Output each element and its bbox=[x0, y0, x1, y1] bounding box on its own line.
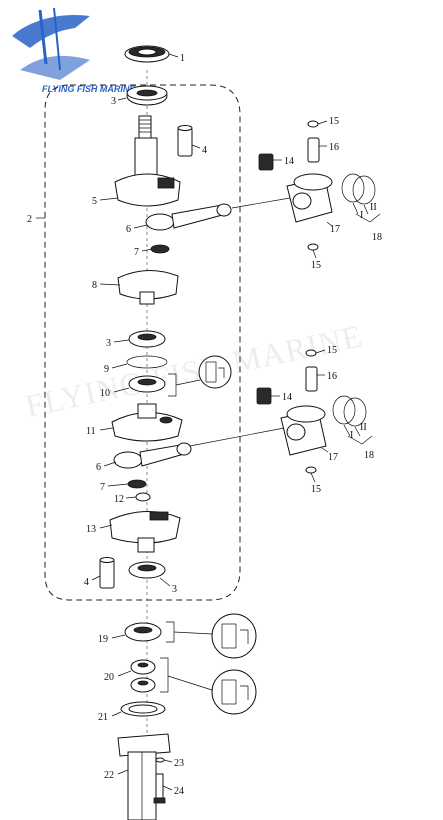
part-3-bearing-lower bbox=[128, 561, 166, 579]
callout-21: 21 bbox=[98, 712, 108, 723]
callout-15-upper-a: 15 bbox=[329, 116, 339, 127]
fish-icon bbox=[12, 14, 90, 48]
logo-text: FLYING FISH MARINE bbox=[42, 84, 136, 94]
callout-10: 10 bbox=[100, 388, 110, 399]
callout-16-lower: 16 bbox=[327, 371, 337, 382]
part-7-needle-bearing-upper bbox=[150, 244, 170, 254]
ring-mark-lower-II: II bbox=[360, 422, 367, 433]
detail-inset-1 bbox=[168, 355, 232, 397]
part-19-bearing bbox=[124, 621, 175, 643]
callout-23: 23 bbox=[174, 758, 184, 769]
callout-8: 8 bbox=[92, 280, 97, 291]
part-16-piston-pin-b bbox=[305, 366, 318, 392]
part-18-piston-rings-b bbox=[332, 395, 367, 427]
callout-3-mid: 3 bbox=[106, 338, 111, 349]
part-18-piston-rings bbox=[341, 173, 376, 205]
part-3-bearing-top bbox=[126, 85, 168, 106]
callout-4-lower: 4 bbox=[84, 577, 89, 588]
part-6-connecting-rod-lower bbox=[113, 442, 192, 469]
part-8-crank-web bbox=[117, 270, 179, 305]
part-9-snap-ring bbox=[126, 355, 168, 369]
callout-19: 19 bbox=[98, 634, 108, 645]
callout-13: 13 bbox=[86, 524, 96, 535]
part-24-bolt bbox=[153, 773, 166, 804]
part-10-bearing bbox=[128, 375, 166, 393]
piston-set-upper bbox=[258, 120, 376, 251]
ring-mark-upper-I: I bbox=[360, 210, 363, 221]
piston-set-lower bbox=[256, 349, 367, 474]
callout-5: 5 bbox=[92, 196, 97, 207]
callout-9: 9 bbox=[104, 364, 109, 375]
callout-22: 22 bbox=[104, 770, 114, 781]
part-13-lower-crank bbox=[109, 510, 181, 553]
part-22-housing bbox=[117, 733, 171, 820]
callout-14-upper: 14 bbox=[284, 156, 294, 167]
part-23-washer bbox=[155, 757, 165, 763]
callout-24: 24 bbox=[174, 786, 184, 797]
callout-17-upper: 17 bbox=[330, 224, 340, 235]
callout-11: 11 bbox=[86, 426, 96, 437]
callout-7-lower: 7 bbox=[100, 482, 105, 493]
callout-6-upper: 6 bbox=[126, 224, 131, 235]
callout-labels: 1 2 3 4 5 6 7 8 3 9 10 11 6 7 12 13 4 3 … bbox=[27, 53, 382, 797]
callout-16-upper: 16 bbox=[329, 142, 339, 153]
callout-12: 12 bbox=[114, 494, 124, 505]
part-15-clip-c bbox=[305, 349, 317, 357]
part-11-crank-web bbox=[111, 403, 183, 442]
part-1-oil-seal bbox=[124, 45, 170, 63]
leader-lines bbox=[36, 53, 381, 791]
part-3-bearing-mid bbox=[128, 330, 166, 348]
callout-1: 1 bbox=[180, 53, 185, 64]
callout-7-upper: 7 bbox=[134, 247, 139, 258]
brand-logo: FLYING FISH MARINE bbox=[12, 7, 136, 94]
ring-mark-lower-I: I bbox=[350, 430, 353, 441]
callout-18-lower: 18 bbox=[364, 450, 374, 461]
part-4-pin-upper bbox=[177, 125, 193, 157]
callout-2: 2 bbox=[27, 214, 32, 225]
part-14-needle-bearing-b bbox=[256, 387, 272, 405]
part-7-needle-bearing-lower bbox=[127, 479, 147, 489]
callout-18-upper: 18 bbox=[372, 232, 382, 243]
detail-inset-3 bbox=[167, 669, 257, 715]
part-15-clip-b bbox=[307, 243, 319, 251]
callout-20: 20 bbox=[104, 672, 114, 683]
part-20-seals bbox=[130, 657, 169, 693]
part-21-gasket bbox=[120, 701, 166, 717]
callout-3-top: 3 bbox=[111, 96, 116, 107]
callout-15-upper-b: 15 bbox=[311, 260, 321, 271]
callout-14-lower: 14 bbox=[282, 392, 292, 403]
ring-mark-upper-II: II bbox=[370, 202, 377, 213]
callout-15-lower-b: 15 bbox=[311, 484, 321, 495]
detail-inset-2 bbox=[173, 613, 257, 659]
callout-3-lower: 3 bbox=[172, 584, 177, 595]
callout-6-lower: 6 bbox=[96, 462, 101, 473]
callout-4-upper: 4 bbox=[202, 145, 207, 156]
part-4-pin-lower bbox=[99, 557, 115, 589]
part-14-needle-bearing bbox=[258, 153, 274, 171]
part-16-piston-pin bbox=[307, 137, 320, 163]
part-12-spacer bbox=[135, 492, 151, 502]
assembly-boundary bbox=[44, 84, 241, 601]
callout-17-lower: 17 bbox=[328, 452, 338, 463]
part-15-clip-d bbox=[305, 466, 317, 474]
callout-15-lower-a: 15 bbox=[327, 345, 337, 356]
part-15-clip bbox=[307, 120, 319, 128]
part-5-upper-crankshaft bbox=[114, 115, 181, 207]
part-6-connecting-rod-upper bbox=[145, 203, 232, 231]
